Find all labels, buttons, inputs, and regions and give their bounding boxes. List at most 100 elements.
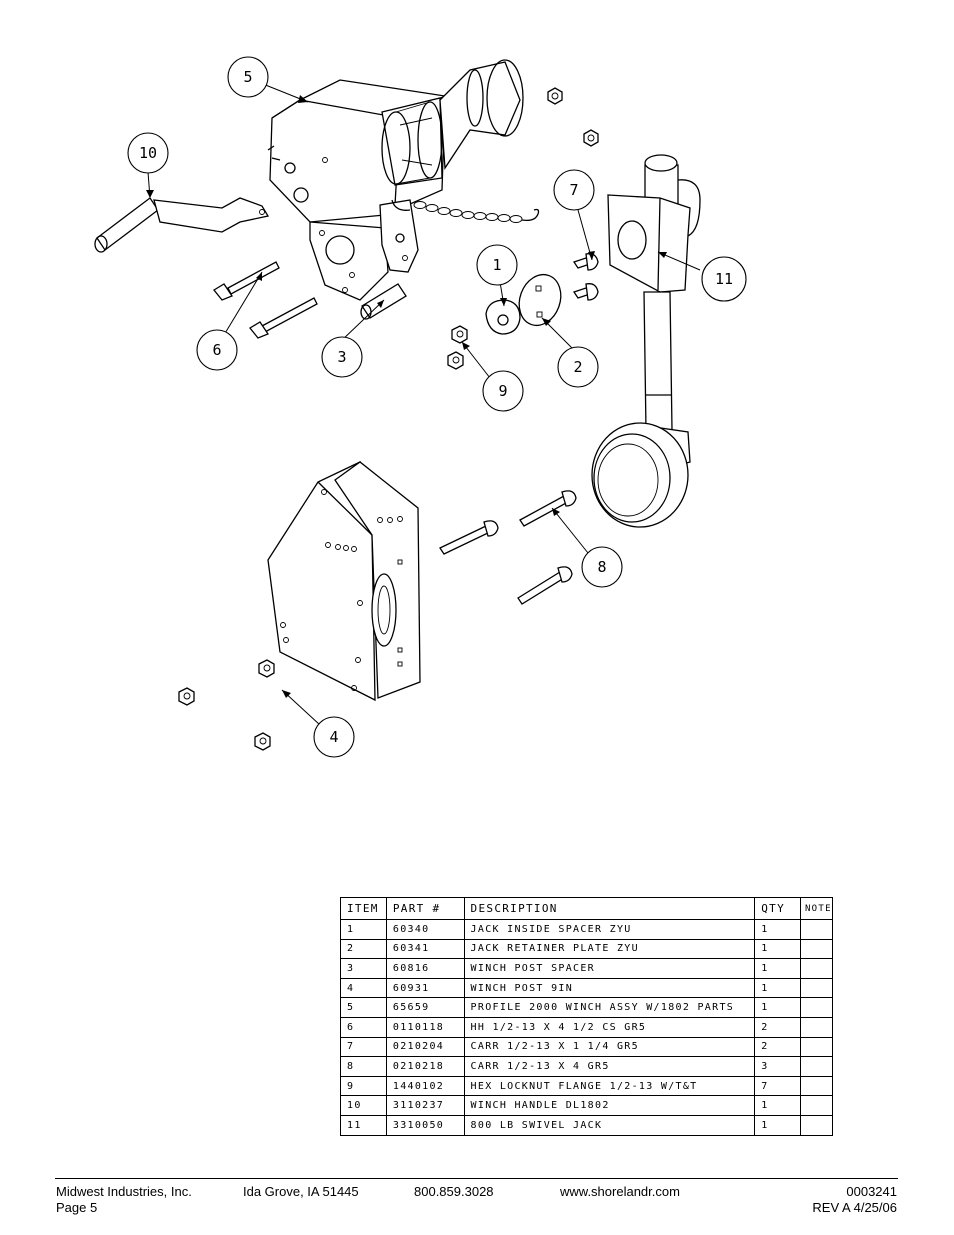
cell-qty: 1 <box>754 1095 801 1116</box>
cell-item: 11 <box>340 1114 387 1136</box>
cell-part: 60931 <box>385 977 465 999</box>
svg-text:6: 6 <box>212 341 221 359</box>
cell-part: 60341 <box>385 938 465 960</box>
cell-part: 65659 <box>385 997 465 1018</box>
callout-11: 11 <box>701 256 747 302</box>
callout-9: 9 <box>482 370 524 412</box>
cell-part: 0210218 <box>385 1056 465 1077</box>
cell-description: 800 LB SWIVEL JACK <box>463 1114 756 1136</box>
cell-note <box>799 977 834 999</box>
cell-note <box>799 1036 834 1058</box>
footer-divider <box>55 1178 898 1179</box>
cell-qty: 1 <box>754 1114 801 1136</box>
carriage-bolt-short-drawing <box>572 253 599 301</box>
cell-qty: 1 <box>754 958 801 979</box>
exploded-parts-diagram: 5 10 6 3 1 7 11 2 9 8 4 <box>94 56 747 758</box>
cell-note <box>799 1075 834 1097</box>
footer-website: www.shorelandr.com <box>560 1184 680 1199</box>
cell-part: 1440102 <box>385 1075 465 1097</box>
header-note: NOTE <box>799 897 834 920</box>
callout-8: 8 <box>581 546 623 588</box>
cell-item: 5 <box>340 997 387 1018</box>
footer-company: Midwest Industries, Inc. <box>56 1184 192 1199</box>
cell-note <box>799 1056 834 1077</box>
cell-item: 9 <box>340 1075 387 1097</box>
cell-note <box>799 1016 834 1038</box>
cell-item: 3 <box>340 958 387 979</box>
callout-3: 3 <box>321 336 363 378</box>
leader-lines <box>146 81 701 726</box>
cell-qty: 1 <box>754 938 801 960</box>
cell-description: HH 1/2-13 X 4 1/2 CS GR5 <box>463 1016 756 1038</box>
cell-qty: 2 <box>754 1016 801 1038</box>
winch-post-drawing <box>267 461 421 702</box>
cell-note <box>799 919 834 940</box>
cell-note <box>799 958 834 979</box>
winch-handle-drawing <box>94 197 270 253</box>
callout-6: 6 <box>196 329 238 371</box>
hex-locknut-drawing <box>178 325 468 751</box>
footer-page-number: Page 5 <box>56 1200 98 1215</box>
callout-4: 4 <box>313 716 355 758</box>
cell-qty: 7 <box>754 1075 801 1097</box>
cell-qty: 1 <box>754 997 801 1018</box>
hex-bolt-drawing <box>213 261 318 339</box>
cell-description: PROFILE 2000 WINCH ASSY W/1802 PARTS <box>463 997 756 1018</box>
cell-item: 2 <box>340 938 387 960</box>
cell-part: 3110237 <box>385 1095 465 1116</box>
svg-text:5: 5 <box>243 68 252 86</box>
cell-description: CARR 1/2-13 X 4 GR5 <box>463 1056 756 1077</box>
cell-description: HEX LOCKNUT FLANGE 1/2-13 W/T&T <box>463 1075 756 1097</box>
footer-city: Ida Grove, IA 51445 <box>243 1184 359 1199</box>
header-part-number: PART # <box>385 897 465 920</box>
svg-text:3: 3 <box>337 348 346 366</box>
svg-text:7: 7 <box>569 181 578 199</box>
cell-description: WINCH POST 9IN <box>463 977 756 999</box>
cell-description: WINCH POST SPACER <box>463 958 756 979</box>
cell-item: 6 <box>340 1016 387 1038</box>
svg-text:8: 8 <box>597 558 606 576</box>
cell-note <box>799 997 834 1018</box>
winch-assembly-drawing <box>267 59 540 301</box>
header-description: DESCRIPTION <box>463 897 756 920</box>
hex-nut-drawing <box>547 87 599 147</box>
cell-part: 60816 <box>385 958 465 979</box>
cell-note <box>799 938 834 960</box>
cell-item: 1 <box>340 919 387 940</box>
cell-note <box>799 1114 834 1136</box>
carriage-bolt-long-drawing <box>439 490 577 605</box>
cell-part: 0210204 <box>385 1036 465 1058</box>
cell-part: 60340 <box>385 919 465 940</box>
header-qty: QTY <box>754 897 801 920</box>
footer-revision: REV A 4/25/06 <box>812 1200 897 1215</box>
cell-note <box>799 1095 834 1116</box>
svg-text:1: 1 <box>492 256 501 274</box>
cell-qty: 1 <box>754 977 801 999</box>
cell-qty: 3 <box>754 1056 801 1077</box>
cell-item: 7 <box>340 1036 387 1058</box>
swivel-jack-drawing <box>591 154 701 528</box>
cell-description: WINCH HANDLE DL1802 <box>463 1095 756 1116</box>
svg-text:11: 11 <box>715 270 733 288</box>
cell-description: CARR 1/2-13 X 1 1/4 GR5 <box>463 1036 756 1058</box>
jack-retainer-plate-drawing <box>518 273 562 327</box>
svg-text:10: 10 <box>139 144 157 162</box>
cell-qty: 2 <box>754 1036 801 1058</box>
footer-phone: 800.859.3028 <box>414 1184 494 1199</box>
cell-qty: 1 <box>754 919 801 940</box>
callout-7: 7 <box>553 169 595 211</box>
cell-description: JACK INSIDE SPACER ZYU <box>463 919 756 940</box>
cell-item: 10 <box>340 1095 387 1116</box>
svg-text:2: 2 <box>573 358 582 376</box>
